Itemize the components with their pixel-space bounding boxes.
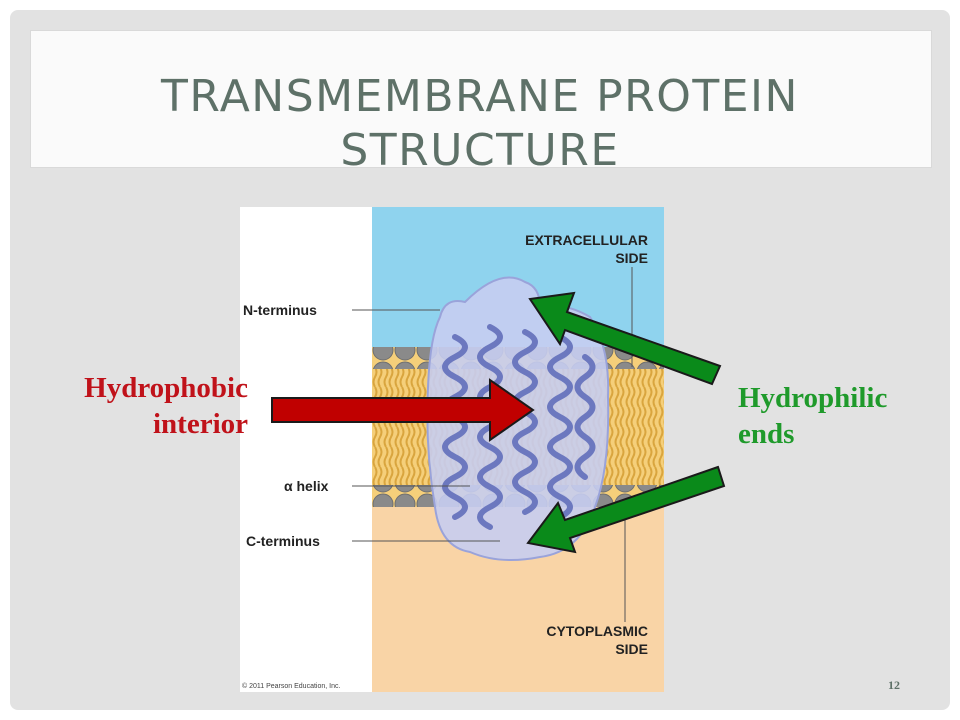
membrane-protein-figure: © 2011 Pearson Education, Inc. EXTRACELL… <box>240 207 664 692</box>
green-arrow-top <box>528 291 722 386</box>
hydrophobic-interior-callout: Hydrophobic interior <box>84 372 248 440</box>
extracellular-side-label: EXTRACELLULAR SIDE <box>525 232 648 266</box>
green-arrow-bottom <box>526 465 726 554</box>
alpha-helix-label: α helix <box>284 478 329 494</box>
title-band <box>30 30 932 168</box>
red-arrow <box>271 378 535 442</box>
c-terminus-label: C-terminus <box>246 533 320 549</box>
n-terminus-label: N-terminus <box>243 302 317 318</box>
label-panel <box>240 207 372 692</box>
hydrophilic-ends-callout: Hydrophilic ends <box>738 382 888 450</box>
cytoplasmic-side-label: CYTOPLASMIC SIDE <box>546 623 648 657</box>
membrane-illustration: © 2011 Pearson Education, Inc. <box>240 207 664 692</box>
alpha-helices <box>442 324 596 530</box>
credit-text: © 2011 Pearson Education, Inc. <box>242 682 340 690</box>
slide-title: TRANSMEMBRANE PROTEIN STRUCTURE <box>161 71 799 176</box>
page-number: 12 <box>888 678 900 692</box>
